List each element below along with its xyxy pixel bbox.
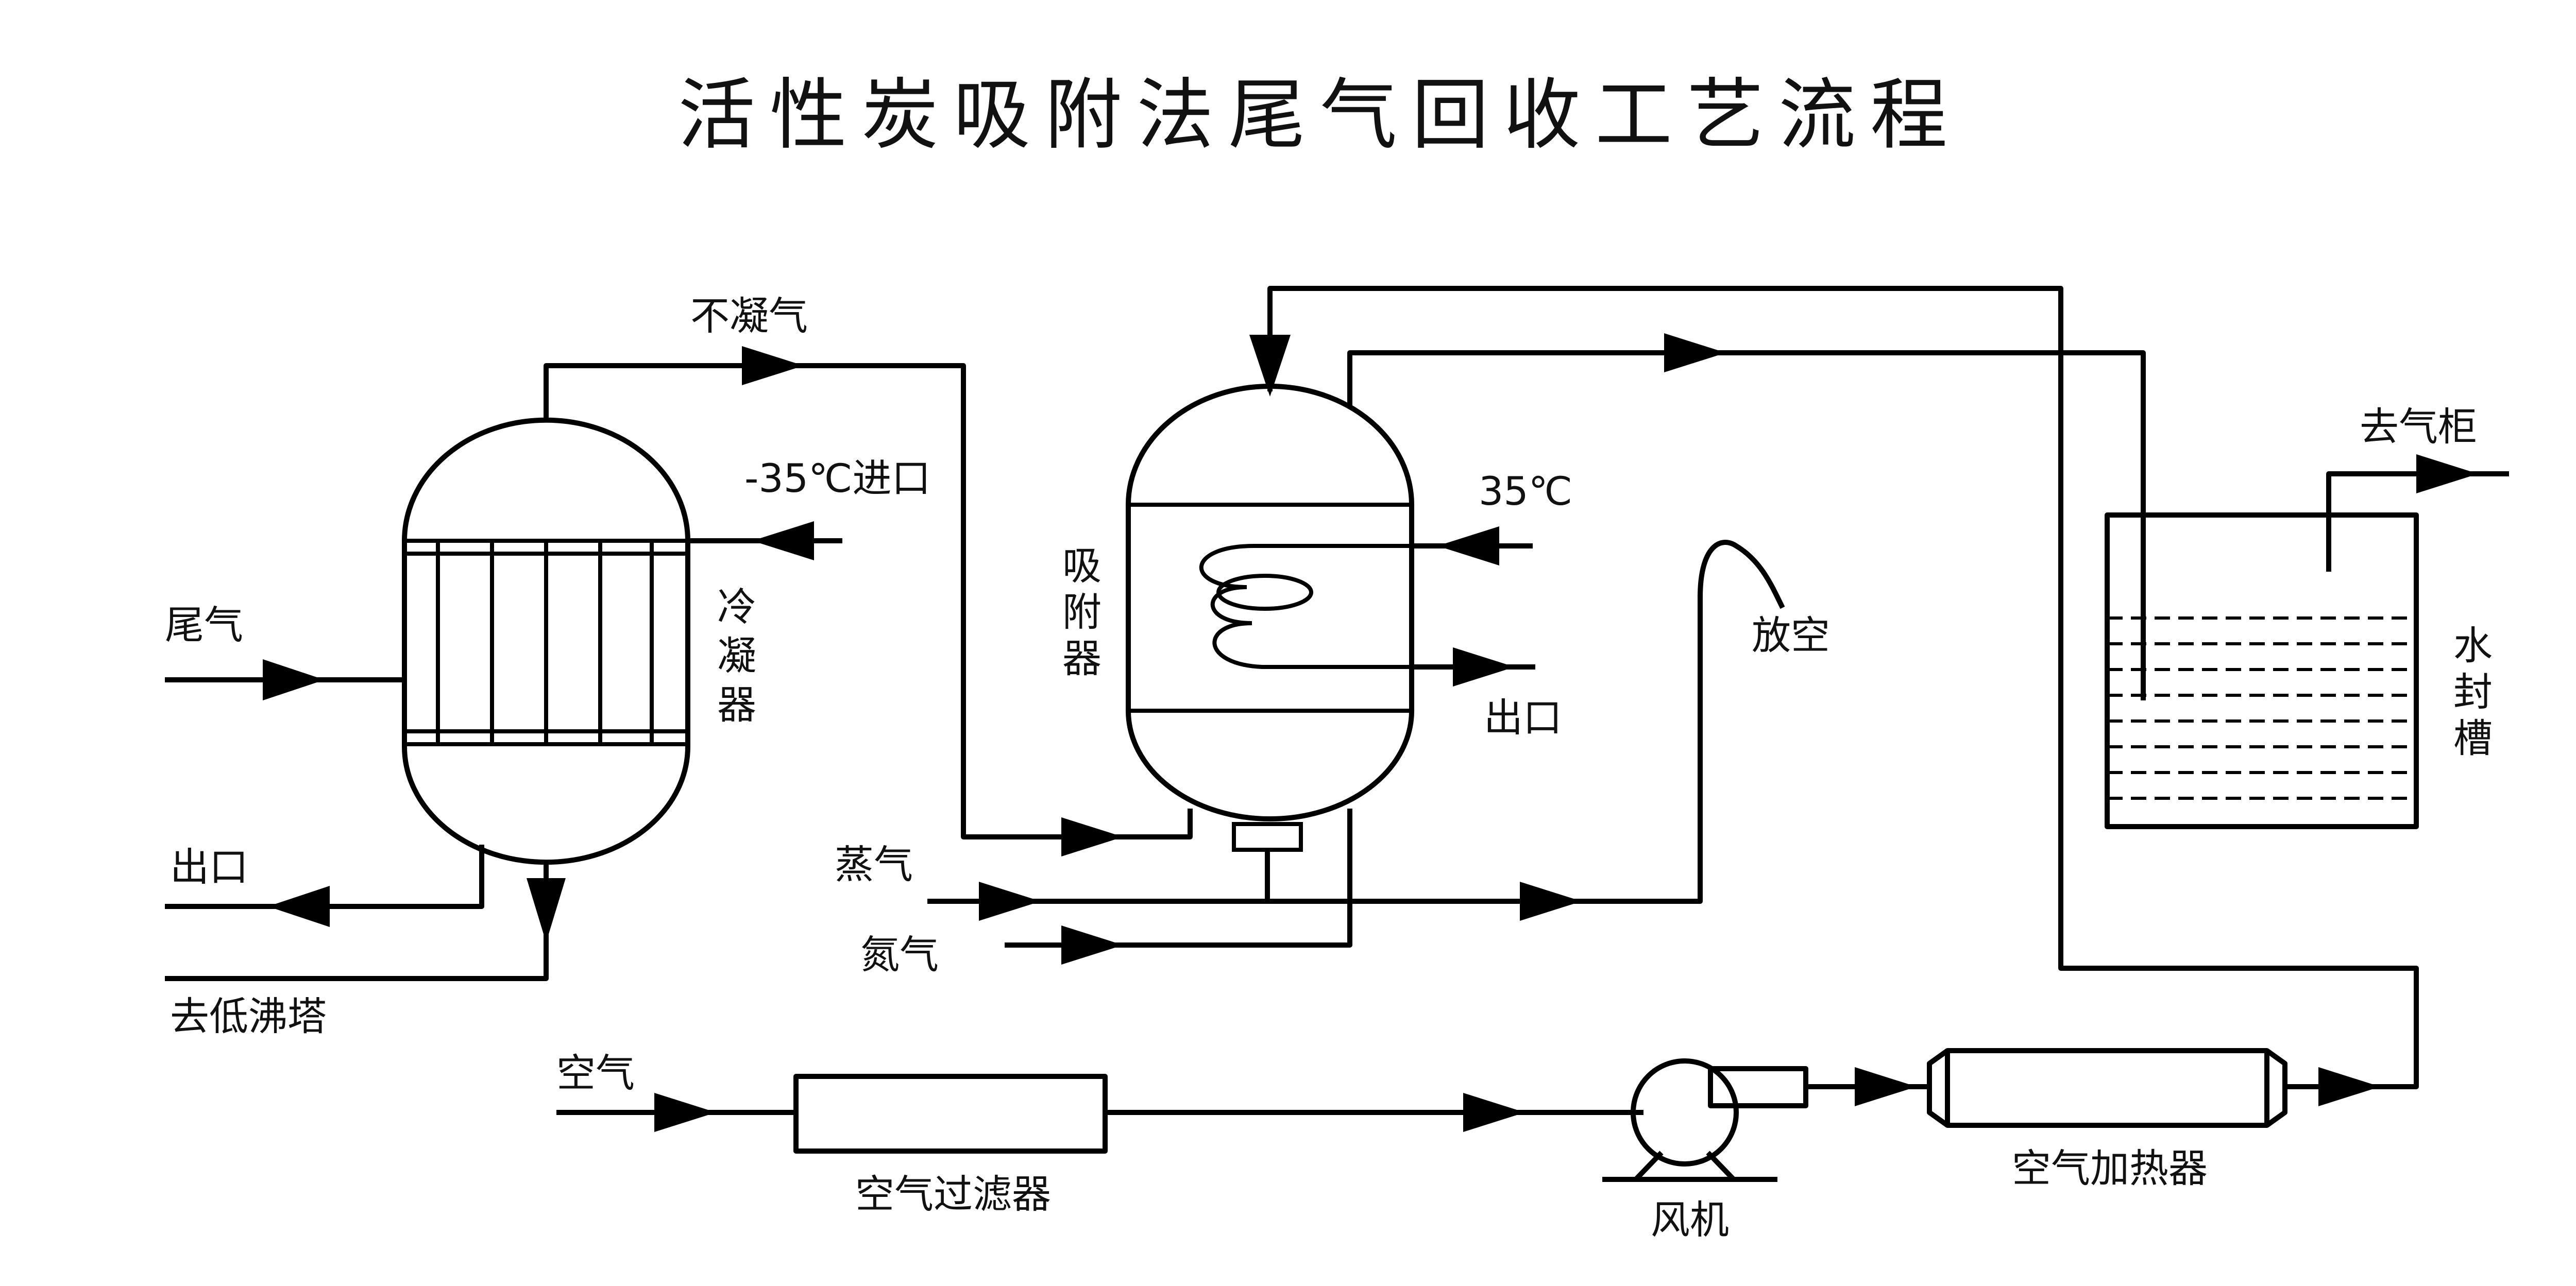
fan-label: 风机 <box>1651 1197 1729 1243</box>
tail-gas-arrow <box>263 659 325 700</box>
nitrogen-arrow <box>1061 925 1123 965</box>
heater-outlet-arrow <box>2318 1067 2380 1106</box>
steam-label: 蒸气 <box>835 842 913 887</box>
non-condensable-gas-label: 不凝气 <box>690 293 808 339</box>
coil-inlet-arrow <box>1437 526 1499 565</box>
water-seal-tank <box>2105 512 2419 829</box>
heating-coil-loop <box>1216 574 1313 611</box>
vent-pipe <box>1698 540 1785 609</box>
air-inlet-arrow <box>654 1093 716 1132</box>
return-air-arrow <box>1249 335 1291 397</box>
coolant-inlet-label: -35℃进口 <box>744 455 930 501</box>
adsorber <box>1126 384 1414 852</box>
nitrogen-label: 氮气 <box>860 932 939 978</box>
condenser-outlet-label: 出口 <box>170 844 248 890</box>
non-condensable-gas-arrow-bottom <box>1061 817 1123 856</box>
water-seal-label-1: 水 <box>2453 623 2493 668</box>
heating-coil <box>1199 544 1525 669</box>
gas-holder-label: 去气柜 <box>2360 404 2477 450</box>
fan <box>1602 1058 1808 1182</box>
filter-to-fan-arrow <box>1463 1093 1525 1132</box>
water-seal-label-3: 槽 <box>2453 715 2493 761</box>
non-condensable-gas-line <box>544 363 1193 839</box>
tail-gas-label: 尾气 <box>165 602 243 648</box>
air-heater-label: 空气加热器 <box>2012 1145 2208 1191</box>
condenser-label-3: 器 <box>717 682 756 728</box>
coil-outlet-label: 出口 <box>1484 695 1562 741</box>
condenser-label-2: 凝 <box>717 633 756 679</box>
coil-outlet-arrow <box>1453 647 1515 687</box>
condenser <box>402 417 690 865</box>
coolant-inlet-arrow <box>752 521 814 560</box>
fan-to-heater-arrow <box>1855 1067 1917 1106</box>
air-filter <box>793 1074 1108 1154</box>
steam-35c-label: 35℃ <box>1479 468 1572 514</box>
return-air-line <box>1267 286 2419 1089</box>
vent-label: 放空 <box>1752 612 1830 658</box>
air-filter-label: 空气过滤器 <box>855 1171 1051 1217</box>
adsorber-top-outlet-line <box>1347 350 2146 700</box>
condenser-label-1: 冷 <box>717 584 756 630</box>
adsorber-label-2: 附 <box>1062 589 1101 635</box>
steam-arrow-left <box>979 882 1041 921</box>
water-seal-label-2: 封 <box>2453 669 2493 715</box>
adsorber-top-outlet-arrow <box>1664 333 1726 372</box>
non-condensable-gas-arrow-top <box>742 346 804 385</box>
nitrogen-line <box>1005 809 1352 948</box>
steam-line <box>927 595 1703 904</box>
condenser-outlet-arrow <box>268 886 330 927</box>
steam-arrow-right <box>1520 882 1582 921</box>
low-boiling-tower-arrow <box>527 878 566 942</box>
adsorber-label-3: 器 <box>1062 636 1101 681</box>
gas-holder-arrow <box>2416 454 2478 493</box>
air-heater <box>1927 1048 2287 1128</box>
air-label: 空气 <box>556 1050 635 1096</box>
diagram-title: 活性炭吸附法尾气回收工艺流程 <box>678 71 1962 160</box>
low-boiling-tower-label: 去低沸塔 <box>170 993 327 1039</box>
adsorber-label-1: 吸 <box>1062 543 1101 589</box>
